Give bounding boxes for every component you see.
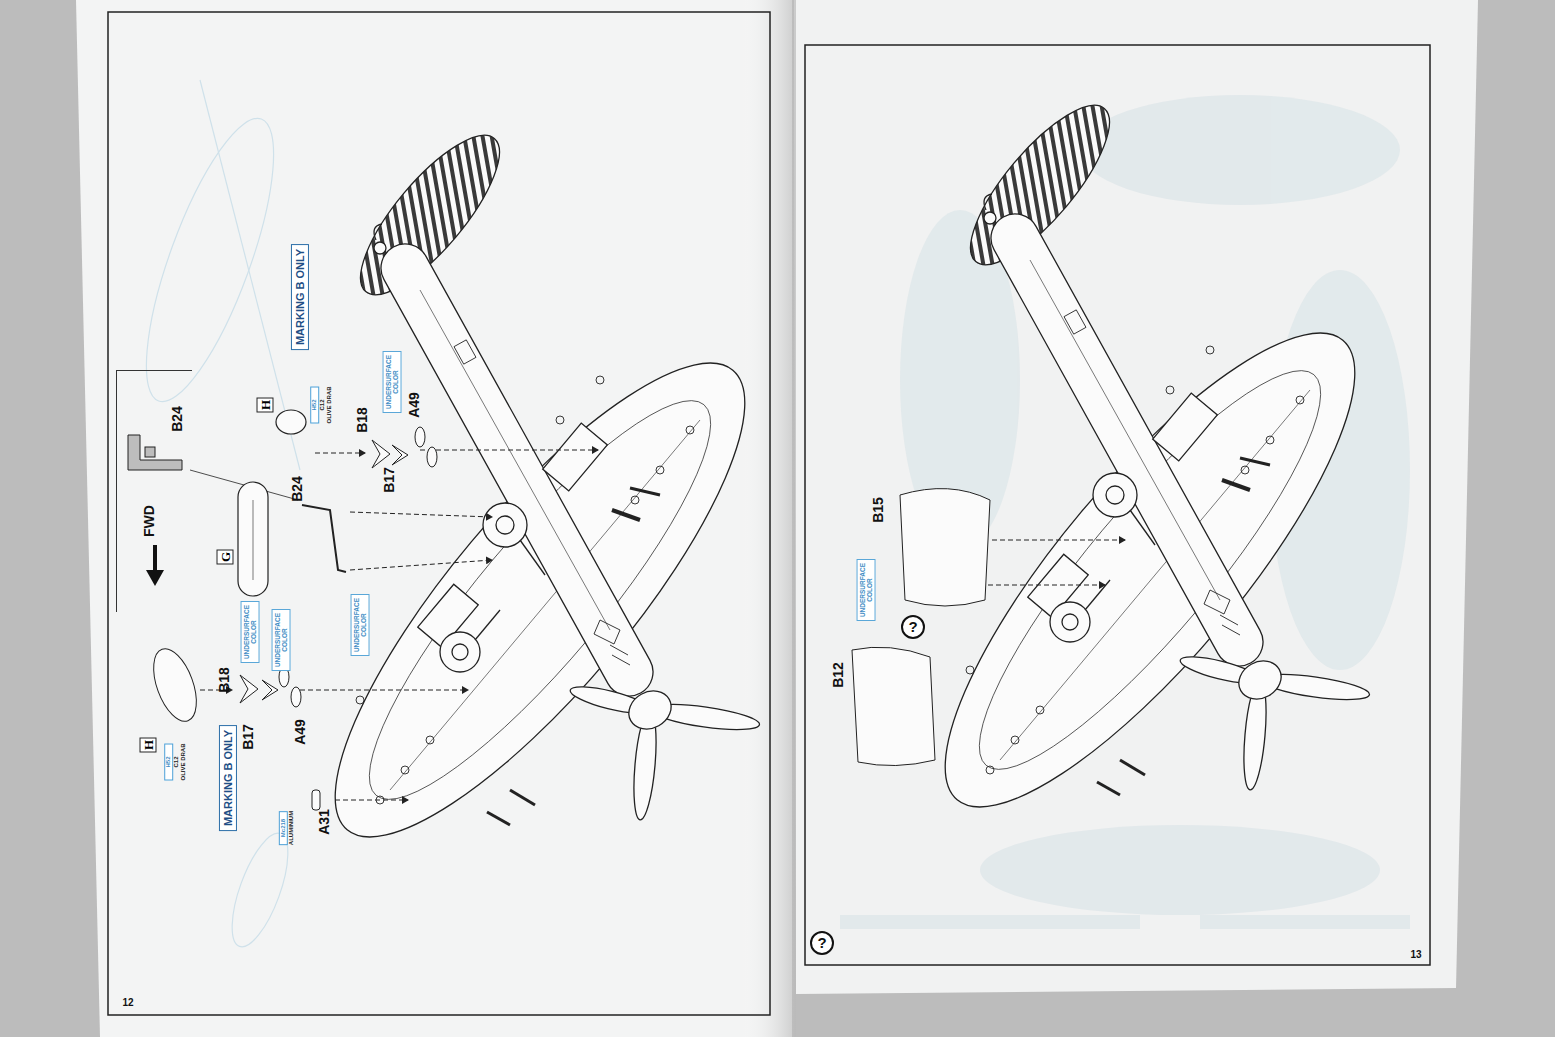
node-text: ? [812, 933, 832, 953]
node-text: Mc218 [279, 811, 288, 845]
node-text: UNDERSURFACE COLOR [859, 562, 874, 618]
color-callout: UNDERSURFACE COLOR [351, 594, 370, 656]
node-text: OLIVE DRAB [181, 743, 188, 780]
part-number: B24 [290, 476, 304, 502]
page-number: 13 [1410, 950, 1421, 960]
node-text: H52 [310, 386, 319, 423]
part-number: B15 [871, 497, 885, 523]
option-letter: G [217, 550, 234, 565]
inset-text: B24 [170, 406, 184, 432]
color-callout: UNDERSURFACE COLOR [241, 601, 260, 663]
step-number: ? [901, 615, 925, 639]
node-text: C12 [319, 386, 326, 423]
node-text: ? [903, 617, 923, 637]
part-number: B17 [241, 724, 255, 750]
part-number: B17 [382, 467, 396, 493]
part-number: B18 [217, 667, 231, 693]
node-text: MARKING B ONLY [222, 730, 234, 826]
node-text: UNDERSURFACE COLOR [243, 604, 258, 660]
option-letter: H [257, 398, 274, 413]
node-text: G [218, 552, 233, 563]
node-text: UNDERSURFACE COLOR [353, 597, 368, 653]
node-text: UNDERSURFACE COLOR [274, 612, 289, 668]
color-callout: UNDERSURFACE COLOR [383, 351, 402, 413]
marking-note: MARKING B ONLY [291, 244, 309, 350]
node-text: ALUMINIUM [288, 811, 295, 845]
page-number: 12 [122, 998, 133, 1008]
marking-note: MARKING B ONLY [219, 725, 237, 831]
paint-callout: H52C12OLIVE DRAB [310, 386, 334, 423]
color-callout: UNDERSURFACE COLOR [857, 559, 876, 621]
step-number: ? [810, 931, 834, 955]
node-text: H52 [164, 743, 173, 780]
part-number: B12 [831, 662, 845, 688]
inset-text: FWD [142, 505, 156, 537]
paint-callout: Mc218ALUMINIUM [279, 811, 295, 845]
node-text: H [141, 740, 156, 751]
node-text: OLIVE DRAB [327, 386, 334, 423]
part-number: B18 [355, 407, 369, 433]
node-text: H [258, 400, 273, 411]
node-text: UNDERSURFACE COLOR [385, 354, 400, 410]
color-callout: UNDERSURFACE COLOR [272, 609, 291, 671]
option-letter: H [140, 738, 157, 753]
node-text: C12 [173, 743, 180, 780]
part-number: A49 [293, 719, 307, 745]
paint-callout: H52C12OLIVE DRAB [164, 743, 188, 780]
node-text: MARKING B ONLY [294, 249, 306, 345]
part-number: A49 [407, 392, 421, 418]
part-number: A31 [317, 809, 331, 835]
inset-panel: B24FWD [116, 370, 192, 612]
